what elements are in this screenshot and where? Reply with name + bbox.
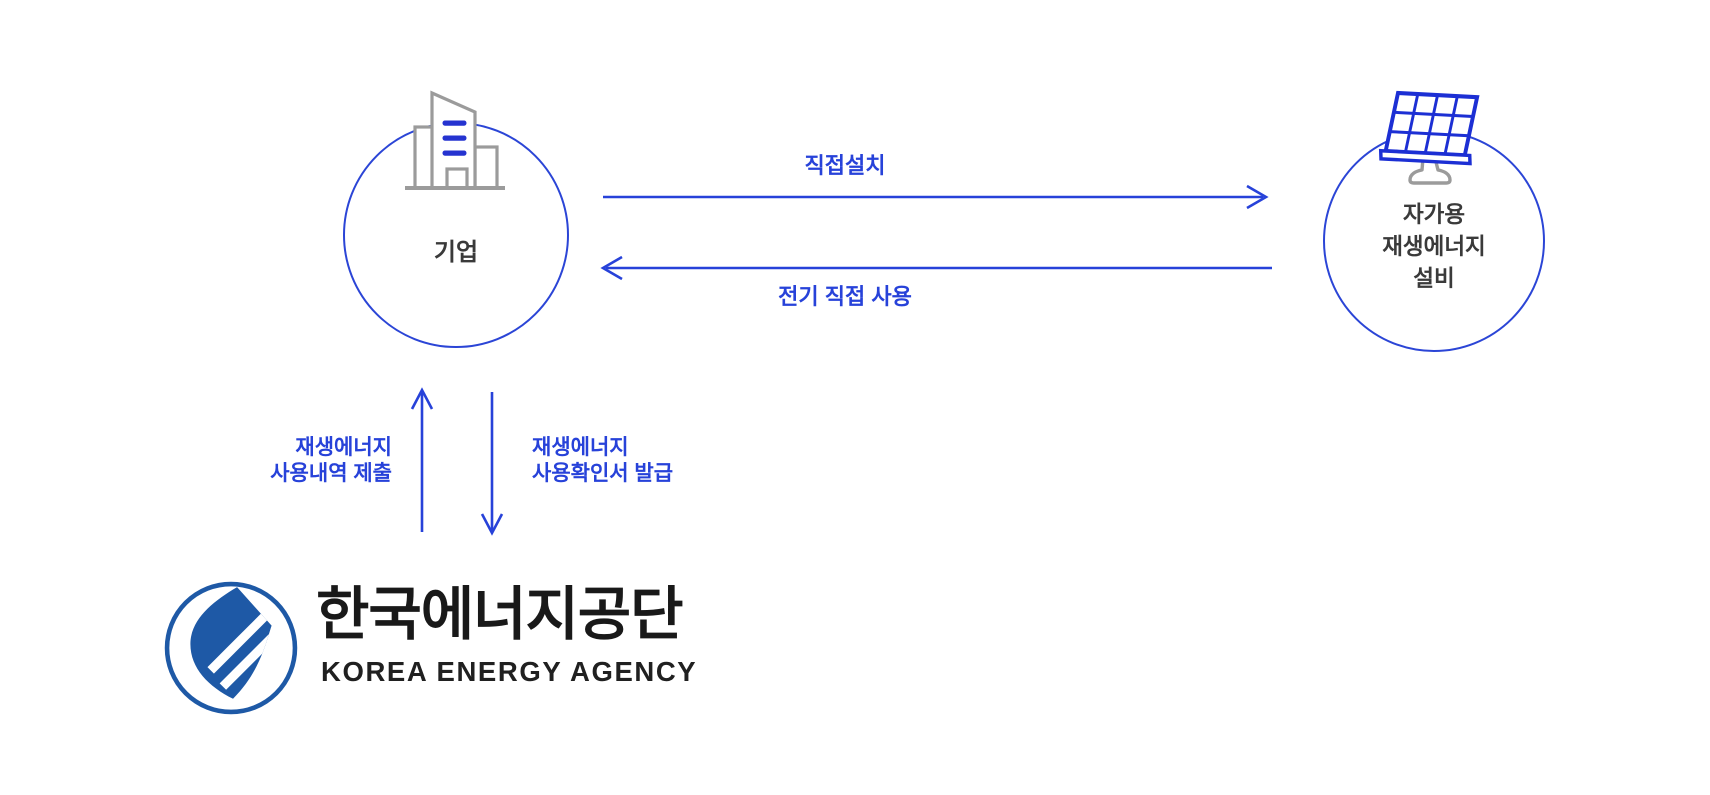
- submit-usage-label-line1: 재생에너지: [295, 436, 392, 459]
- direct-use-label: 전기 직접 사용: [778, 284, 912, 309]
- company-node-label: 기업: [433, 239, 479, 266]
- issue-certificate-label: 재생에너지 사용확인서 발급: [532, 435, 712, 487]
- facility-label-line2: 재생에너지: [1382, 234, 1486, 259]
- submit-usage-label: 재생에너지 사용내역 제출: [260, 435, 392, 487]
- kea-emblem-icon: [164, 581, 298, 715]
- solar-panel-icon: [1378, 90, 1480, 185]
- agency-name-korean: 한국에너지공단: [316, 582, 684, 647]
- submit-usage-label-line2: 사용내역 제출: [270, 462, 392, 485]
- facility-label-line3: 설비: [1413, 266, 1455, 291]
- facility-node-label: 자가용 재생에너지 설비: [1334, 199, 1534, 295]
- submit-usage-arrow: [410, 387, 434, 532]
- direct-install-label: 직접설치: [804, 153, 886, 178]
- facility-label-line1: 자가용: [1402, 202, 1466, 227]
- building-icon: [405, 90, 505, 190]
- direct-install-arrow: [603, 184, 1269, 210]
- issue-certificate-arrow: [480, 392, 504, 536]
- agency-name-english: KOREA ENERGY AGENCY: [321, 656, 698, 687]
- direct-use-arrow: [600, 255, 1272, 281]
- issue-certificate-label-line2: 사용확인서 발급: [532, 462, 674, 485]
- issue-certificate-label-line1: 재생에너지: [532, 436, 629, 459]
